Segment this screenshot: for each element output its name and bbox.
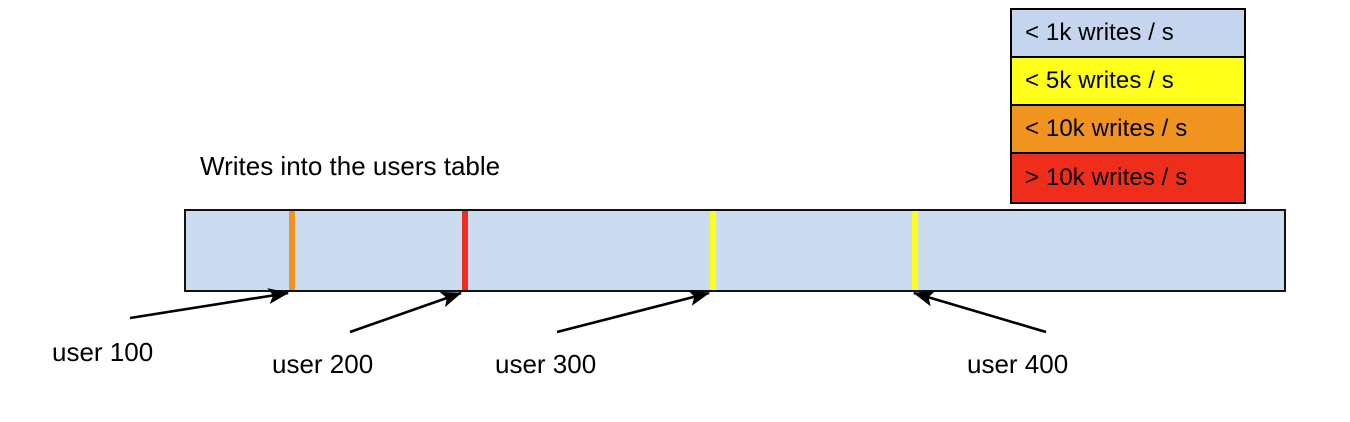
- bar-marker-user-200: [462, 211, 468, 290]
- arrow-user-300: [556, 290, 711, 334]
- legend-row-3: > 10k writes / s: [1012, 154, 1244, 202]
- point-label-user-200: user 200: [272, 349, 374, 379]
- legend-panel: < 1k writes / s < 5k writes / s < 10k wr…: [1010, 8, 1246, 204]
- point-label-user-300: user 300: [495, 349, 597, 379]
- users-table-bar: [184, 209, 1286, 292]
- legend-row-1: < 5k writes / s: [1012, 58, 1244, 106]
- legend-label: < 5k writes / s: [1025, 67, 1174, 94]
- bar-marker-user-400: [912, 211, 918, 290]
- point-label-user-100: user 100: [52, 337, 154, 367]
- point-label-user-400: user 400: [967, 349, 1069, 379]
- legend-label: > 10k writes / s: [1025, 164, 1188, 191]
- legend-label: < 10k writes / s: [1025, 115, 1188, 142]
- legend-row-2: < 10k writes / s: [1012, 106, 1244, 154]
- legend-label: < 1k writes / s: [1025, 19, 1174, 46]
- arrow-user-400: [913, 290, 1047, 334]
- legend-row-0: < 1k writes / s: [1012, 10, 1244, 58]
- arrow-user-100: [129, 288, 290, 320]
- arrow-user-200: [349, 291, 462, 334]
- bar-marker-user-300: [710, 211, 716, 290]
- chart-title: Writes into the users table: [200, 151, 501, 181]
- bar-marker-user-100: [289, 211, 295, 290]
